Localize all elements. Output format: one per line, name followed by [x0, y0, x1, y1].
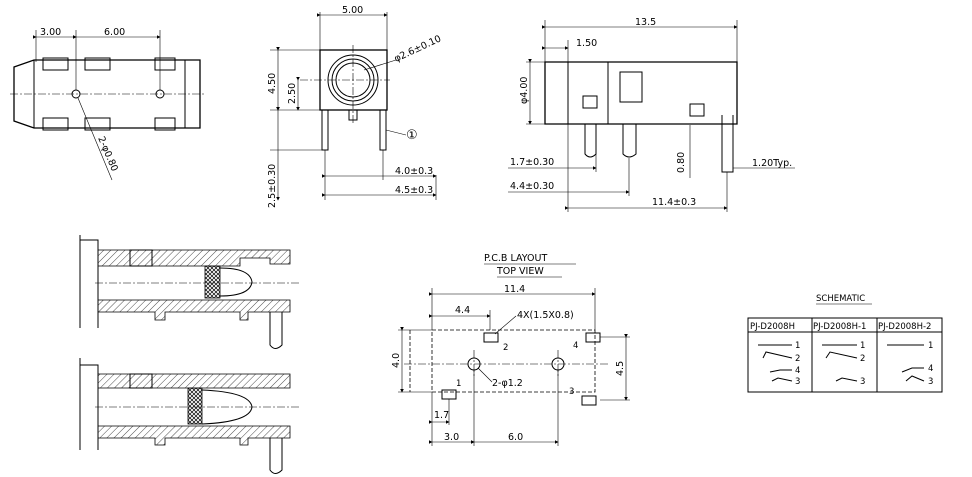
c3-pin-4: 4 — [928, 364, 933, 374]
top-pitch-2: 4.5±0.3 — [395, 185, 433, 196]
top-dim-width: 5.00 — [342, 5, 363, 16]
pcb-pad-callout: 4X(1.5X0.8) — [517, 310, 574, 321]
c3-pin-1: 1 — [928, 341, 933, 351]
front-dim-left: 3.00 — [40, 27, 61, 38]
top-dim-pin: 2.5±0.30 — [267, 164, 278, 208]
pcb-subtitle: TOP VIEW — [496, 266, 544, 277]
schematic: SCHEMATIC PJ-D2008H PJ-D2008H-1 PJ-D2008… — [747, 294, 943, 393]
side-dim-front: 1.50 — [576, 38, 597, 49]
pcb-layout: P.C.B LAYOUT TOP VIEW 11.4 4.4 4X(1.5X0.… — [391, 253, 630, 446]
c1-pin-2: 2 — [795, 354, 800, 364]
pad-label-2: 2 — [503, 343, 508, 353]
c1-pin-4: 4 — [795, 366, 800, 376]
c2-pin-2: 2 — [860, 354, 865, 364]
c1-pin-1: 1 — [795, 341, 800, 351]
pcb-hole-callout: 2-φ1.2 — [492, 378, 523, 389]
front-hole-callout: 2-φ0.80 — [95, 135, 120, 173]
section-view-lower — [79, 358, 300, 474]
top-view: 5.00 φ2.6±0.10 ① 4.50 2.50 2.5±0.30 4.0±… — [267, 5, 443, 208]
top-pitch-1: 4.0±0.3 — [395, 166, 433, 177]
side-dim-diameter: φ4.00 — [519, 77, 530, 104]
pcb-dim-44: 4.4 — [455, 305, 470, 316]
c3-pin-3: 3 — [928, 377, 933, 387]
side-dim-pin2: 4.4±0.30 — [510, 181, 554, 192]
schematic-col-1: PJ-D2008H — [750, 322, 795, 332]
pcb-dim-60: 6.0 — [508, 432, 523, 443]
c2-pin-1: 1 — [860, 341, 865, 351]
c1-pin-3: 3 — [795, 377, 800, 387]
pad-label-3: 3 — [569, 387, 574, 397]
section-view-upper — [79, 235, 300, 349]
top-hole-callout: φ2.6±0.10 — [393, 33, 443, 64]
c2-pin-3: 3 — [860, 377, 865, 387]
schematic-title: SCHEMATIC — [816, 294, 865, 304]
side-dim-pin-w: 1.20Typ. — [752, 158, 792, 169]
side-dim-pin-h: 0.80 — [676, 152, 687, 173]
top-dim-height: 4.50 — [267, 73, 278, 94]
top-dim-center: 2.50 — [287, 83, 298, 104]
schematic-col-2: PJ-D2008H-1 — [813, 322, 866, 332]
pin-marker: ① — [406, 128, 418, 143]
pcb-title: P.C.B LAYOUT — [484, 253, 547, 264]
pcb-dim-width: 11.4 — [504, 284, 525, 295]
pcb-dim-30: 3.0 — [444, 432, 459, 443]
schematic-col-3: PJ-D2008H-2 — [878, 322, 931, 332]
pad-label-4: 4 — [573, 341, 578, 351]
pcb-dim-17: 1.7 — [434, 410, 449, 421]
side-dim-length: 13.5 — [635, 17, 656, 28]
side-view: 13.5 1.50 φ4.00 1.7±0.30 4.4±0.30 11.4±0… — [508, 17, 795, 212]
front-dim-right: 6.00 — [104, 27, 125, 38]
pcb-dim-height: 4.0 — [391, 353, 402, 368]
pad-label-1: 1 — [456, 379, 461, 389]
side-dim-total: 11.4±0.3 — [652, 197, 696, 208]
pcb-dim-right: 4.5 — [615, 361, 626, 376]
side-dim-pin1: 1.7±0.30 — [510, 157, 554, 168]
front-view: 3.00 6.00 2-φ0.80 — [10, 27, 205, 181]
